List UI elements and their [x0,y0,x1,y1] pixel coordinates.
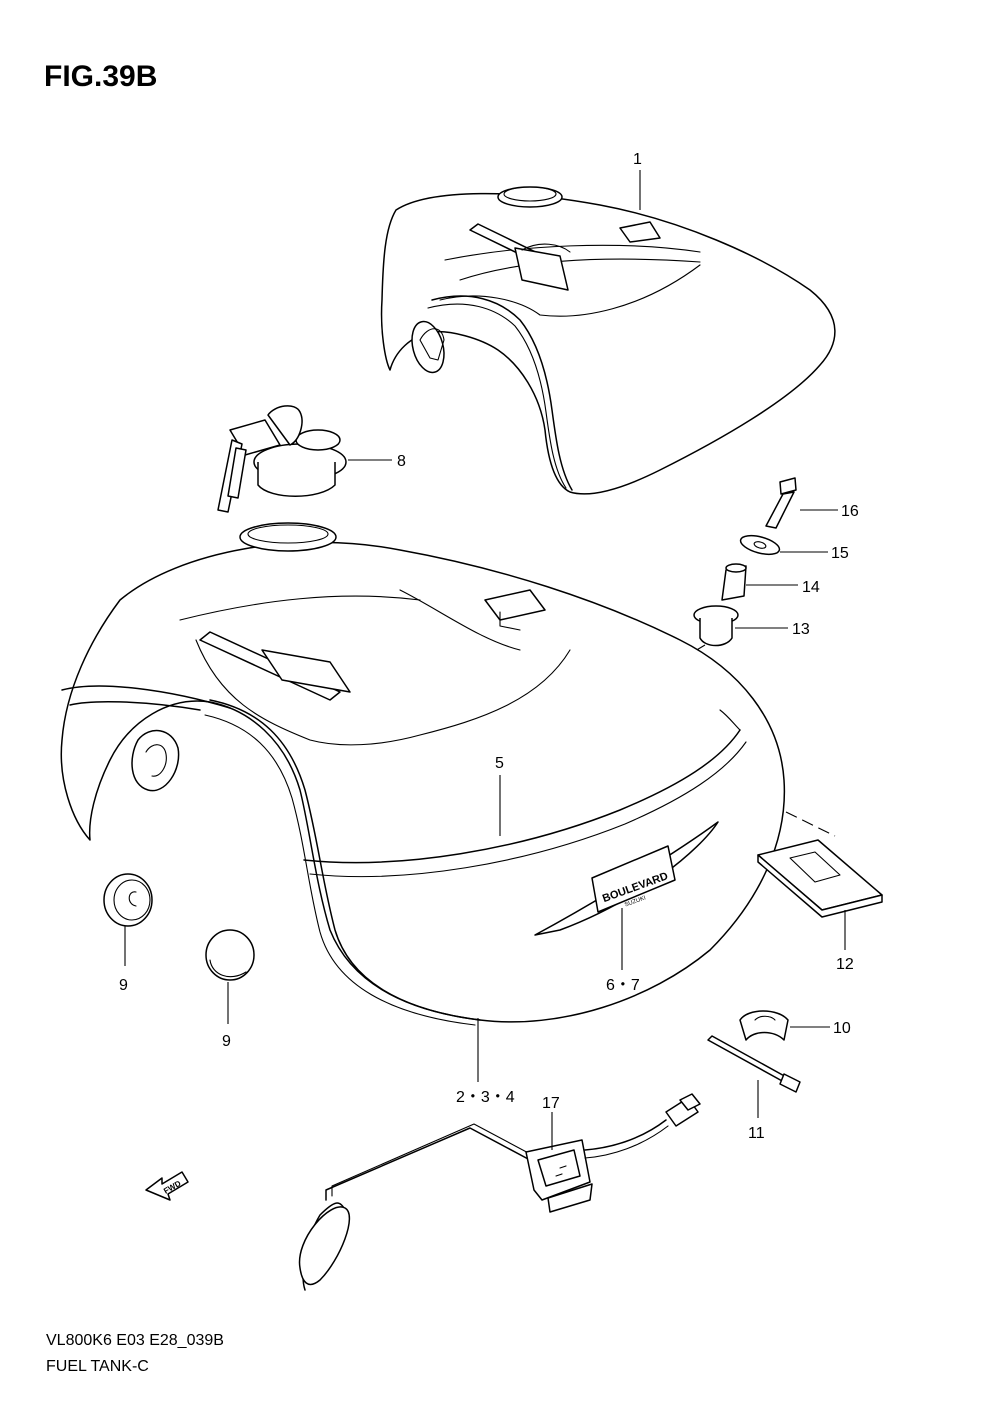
callout-9b: 9 [222,1033,231,1050]
callout-15: 15 [831,545,849,562]
cable-tie [707,1035,801,1118]
callout-1: 1 [633,151,642,168]
callout-10: 10 [833,1020,851,1037]
callout-14: 14 [802,579,820,596]
callout-2-3-4: 2・3・4 [456,1089,515,1106]
callout-11: 11 [748,1125,765,1142]
callout-16: 16 [841,503,859,520]
callout-8: 8 [397,453,406,470]
callout-12: 12 [836,956,854,973]
callout-5: 5 [495,755,504,772]
fuel-cap-with-keys [217,405,392,513]
callout-13: 13 [792,621,810,638]
model-code: VL800K6 E03 E28_039B [46,1332,224,1349]
boulevard-emblem: BOULEVARD SUZUKI [534,821,719,970]
figure-name: FUEL TANK-C [46,1358,149,1375]
callout-9a: 9 [119,977,128,994]
callout-17: 17 [542,1095,560,1112]
tank-pad [757,811,883,950]
lower-fuel-tank [60,522,786,1026]
callout-6-7: 6・7 [606,977,640,994]
forward-direction-arrow: FWD [145,1171,189,1201]
figure-title: FIG.39B [44,60,158,93]
clamp [739,1010,830,1041]
fuel-level-sender [298,1093,701,1291]
upper-fuel-tank [380,186,836,495]
cap-9b [205,929,255,1024]
cap-9a [103,873,153,966]
